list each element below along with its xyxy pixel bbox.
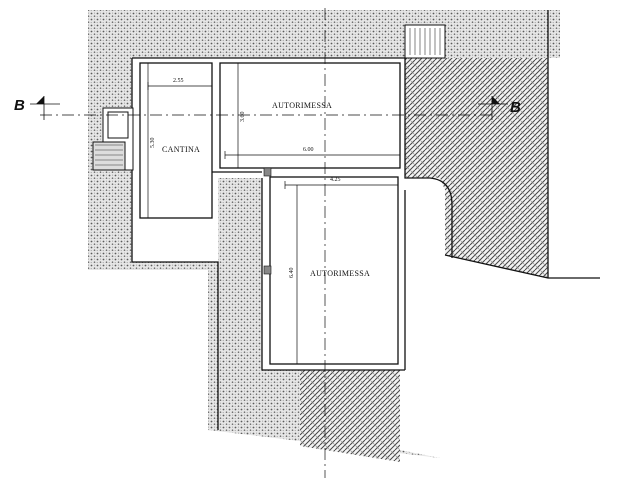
dimension-cantina-height: 5.30 xyxy=(150,138,156,149)
section-arrow-right xyxy=(478,96,508,120)
column-marker xyxy=(263,265,272,275)
dimension-lines xyxy=(147,62,401,365)
section-line xyxy=(40,8,495,478)
room-label-garage-top: AUTORIMESSA xyxy=(272,101,332,110)
section-mark-right: B xyxy=(510,99,521,116)
stair-left xyxy=(92,107,134,171)
section-mark-left: B xyxy=(14,97,25,114)
column-marker xyxy=(263,167,272,177)
interior-floor xyxy=(132,58,445,370)
stair-top xyxy=(404,24,446,59)
walls xyxy=(131,10,600,430)
room-label-cantina: CANTINA xyxy=(162,145,200,154)
dimension-cantina-width: 2.55 xyxy=(173,78,184,84)
dimension-garage-top-width: 6.00 xyxy=(303,147,314,153)
room-label-garage-bottom: AUTORIMESSA xyxy=(310,269,370,278)
dimension-garage-bottom-width: 4.25 xyxy=(330,177,341,183)
dimension-garage-bottom-height: 6.40 xyxy=(289,268,295,279)
section-arrow-left xyxy=(30,96,60,120)
dimension-garage-top-height: 3.60 xyxy=(240,112,246,123)
